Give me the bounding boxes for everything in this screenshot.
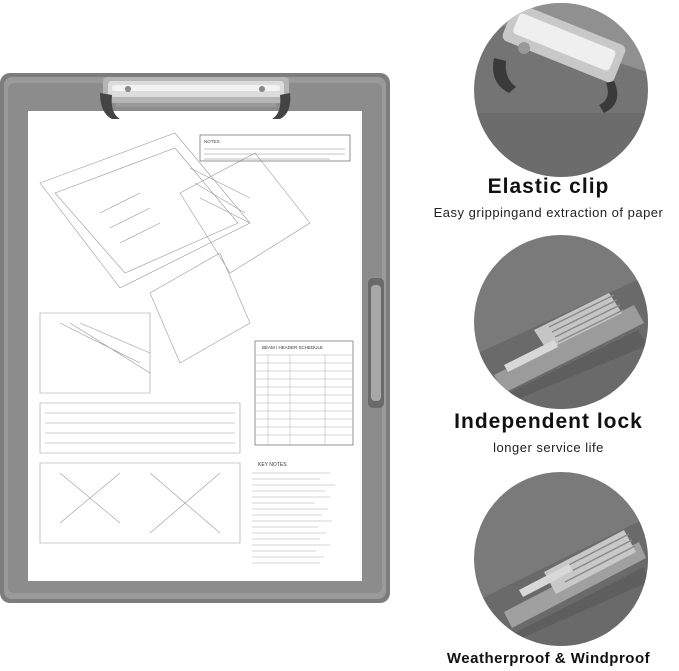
elastic-clip-subtitle: Easy grippingand extraction of paper — [433, 205, 664, 220]
schedule-title: BEAM / HEADER SCHEDULE — [262, 345, 323, 350]
elastic-clip-title: Elastic clip — [487, 175, 610, 198]
weatherproof-title: Weatherproof & Windproof — [446, 650, 651, 667]
notes-title: NOTES: — [204, 139, 221, 144]
key-notes-title: KEY NOTES — [258, 462, 287, 468]
independent-lock-subtitle: longer service life — [493, 440, 604, 455]
independent-lock-title: Independent lock — [454, 410, 643, 433]
clip-closeup-icon — [474, 3, 648, 177]
clipboard-product-image: NOTES: BEAM / HEADER SCHEDULE KEY NOTE — [0, 73, 398, 606]
lock-closeup-icon — [474, 235, 648, 409]
cover-closeup-icon — [474, 472, 648, 646]
